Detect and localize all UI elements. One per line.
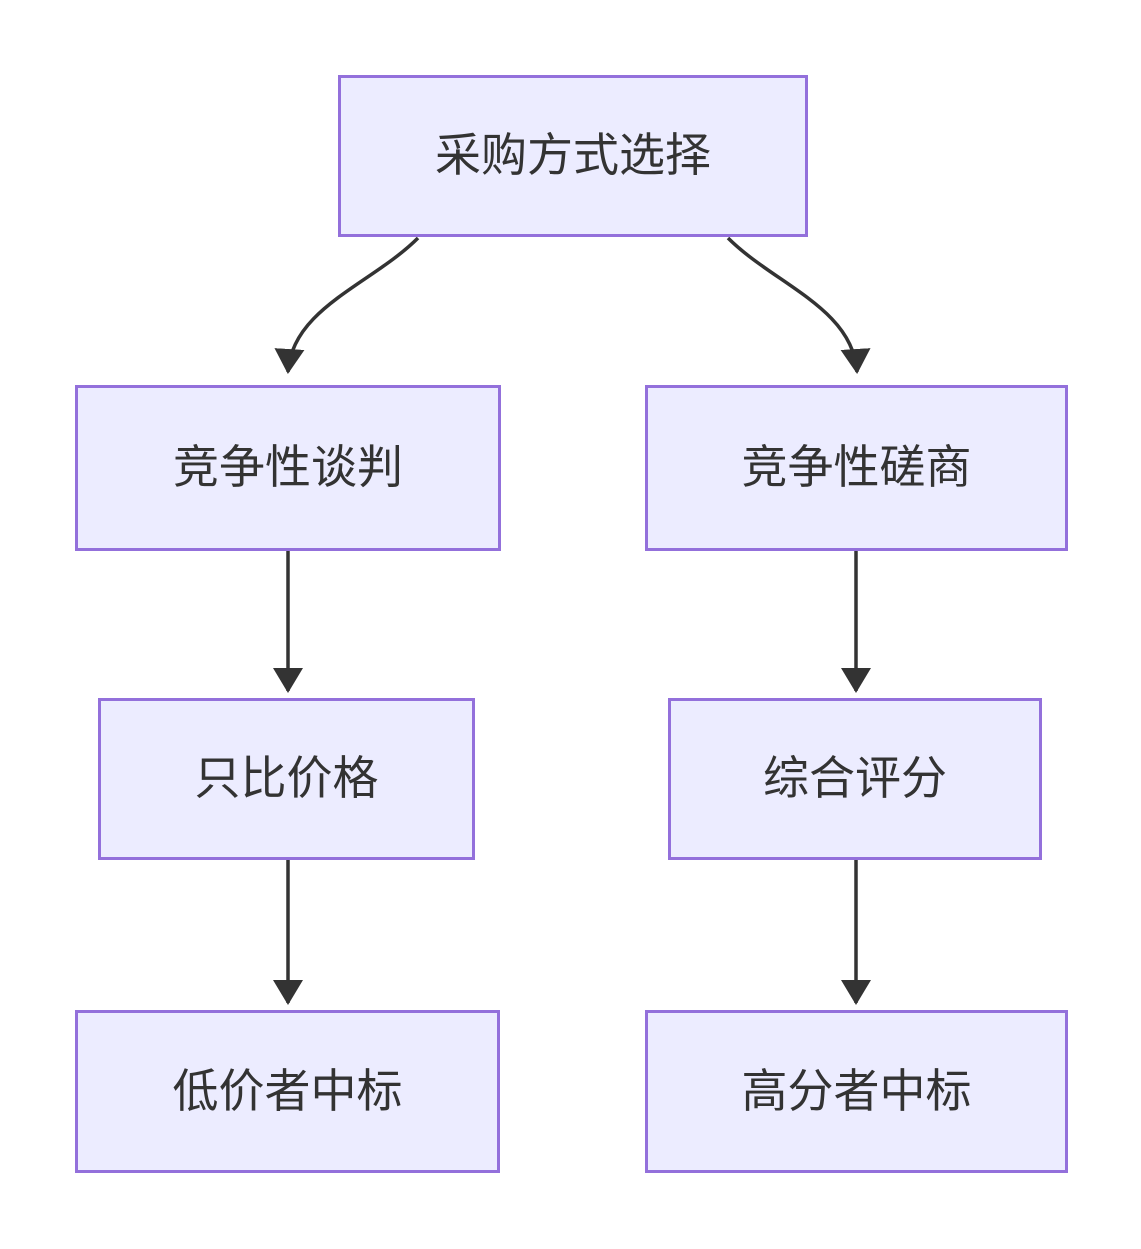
- node-label: 低价者中标: [172, 1064, 403, 1117]
- node-label: 竞争性磋商: [741, 441, 972, 494]
- node-label: 采购方式选择: [435, 129, 711, 182]
- flow-node-price-only: 只比价格: [98, 698, 475, 860]
- flow-node-highest-score-wins: 高分者中标: [645, 1010, 1068, 1173]
- flow-node-competitive-negotiation: 竞争性谈判: [75, 385, 501, 551]
- flow-node-lowest-price-wins: 低价者中标: [75, 1010, 500, 1173]
- node-label: 只比价格: [194, 752, 379, 805]
- node-label: 高分者中标: [741, 1064, 972, 1117]
- flow-node-competitive-consultation: 竞争性磋商: [645, 385, 1068, 551]
- edge-root-to-consultation: [726, 236, 871, 374]
- node-label: 竞争性谈判: [173, 441, 403, 494]
- node-label: 综合评分: [763, 752, 947, 805]
- flow-node-procurement-method-selection: 采购方式选择: [338, 75, 808, 237]
- edge-root-to-negotiation: [274, 236, 420, 374]
- flow-node-comprehensive-score: 综合评分: [668, 698, 1042, 860]
